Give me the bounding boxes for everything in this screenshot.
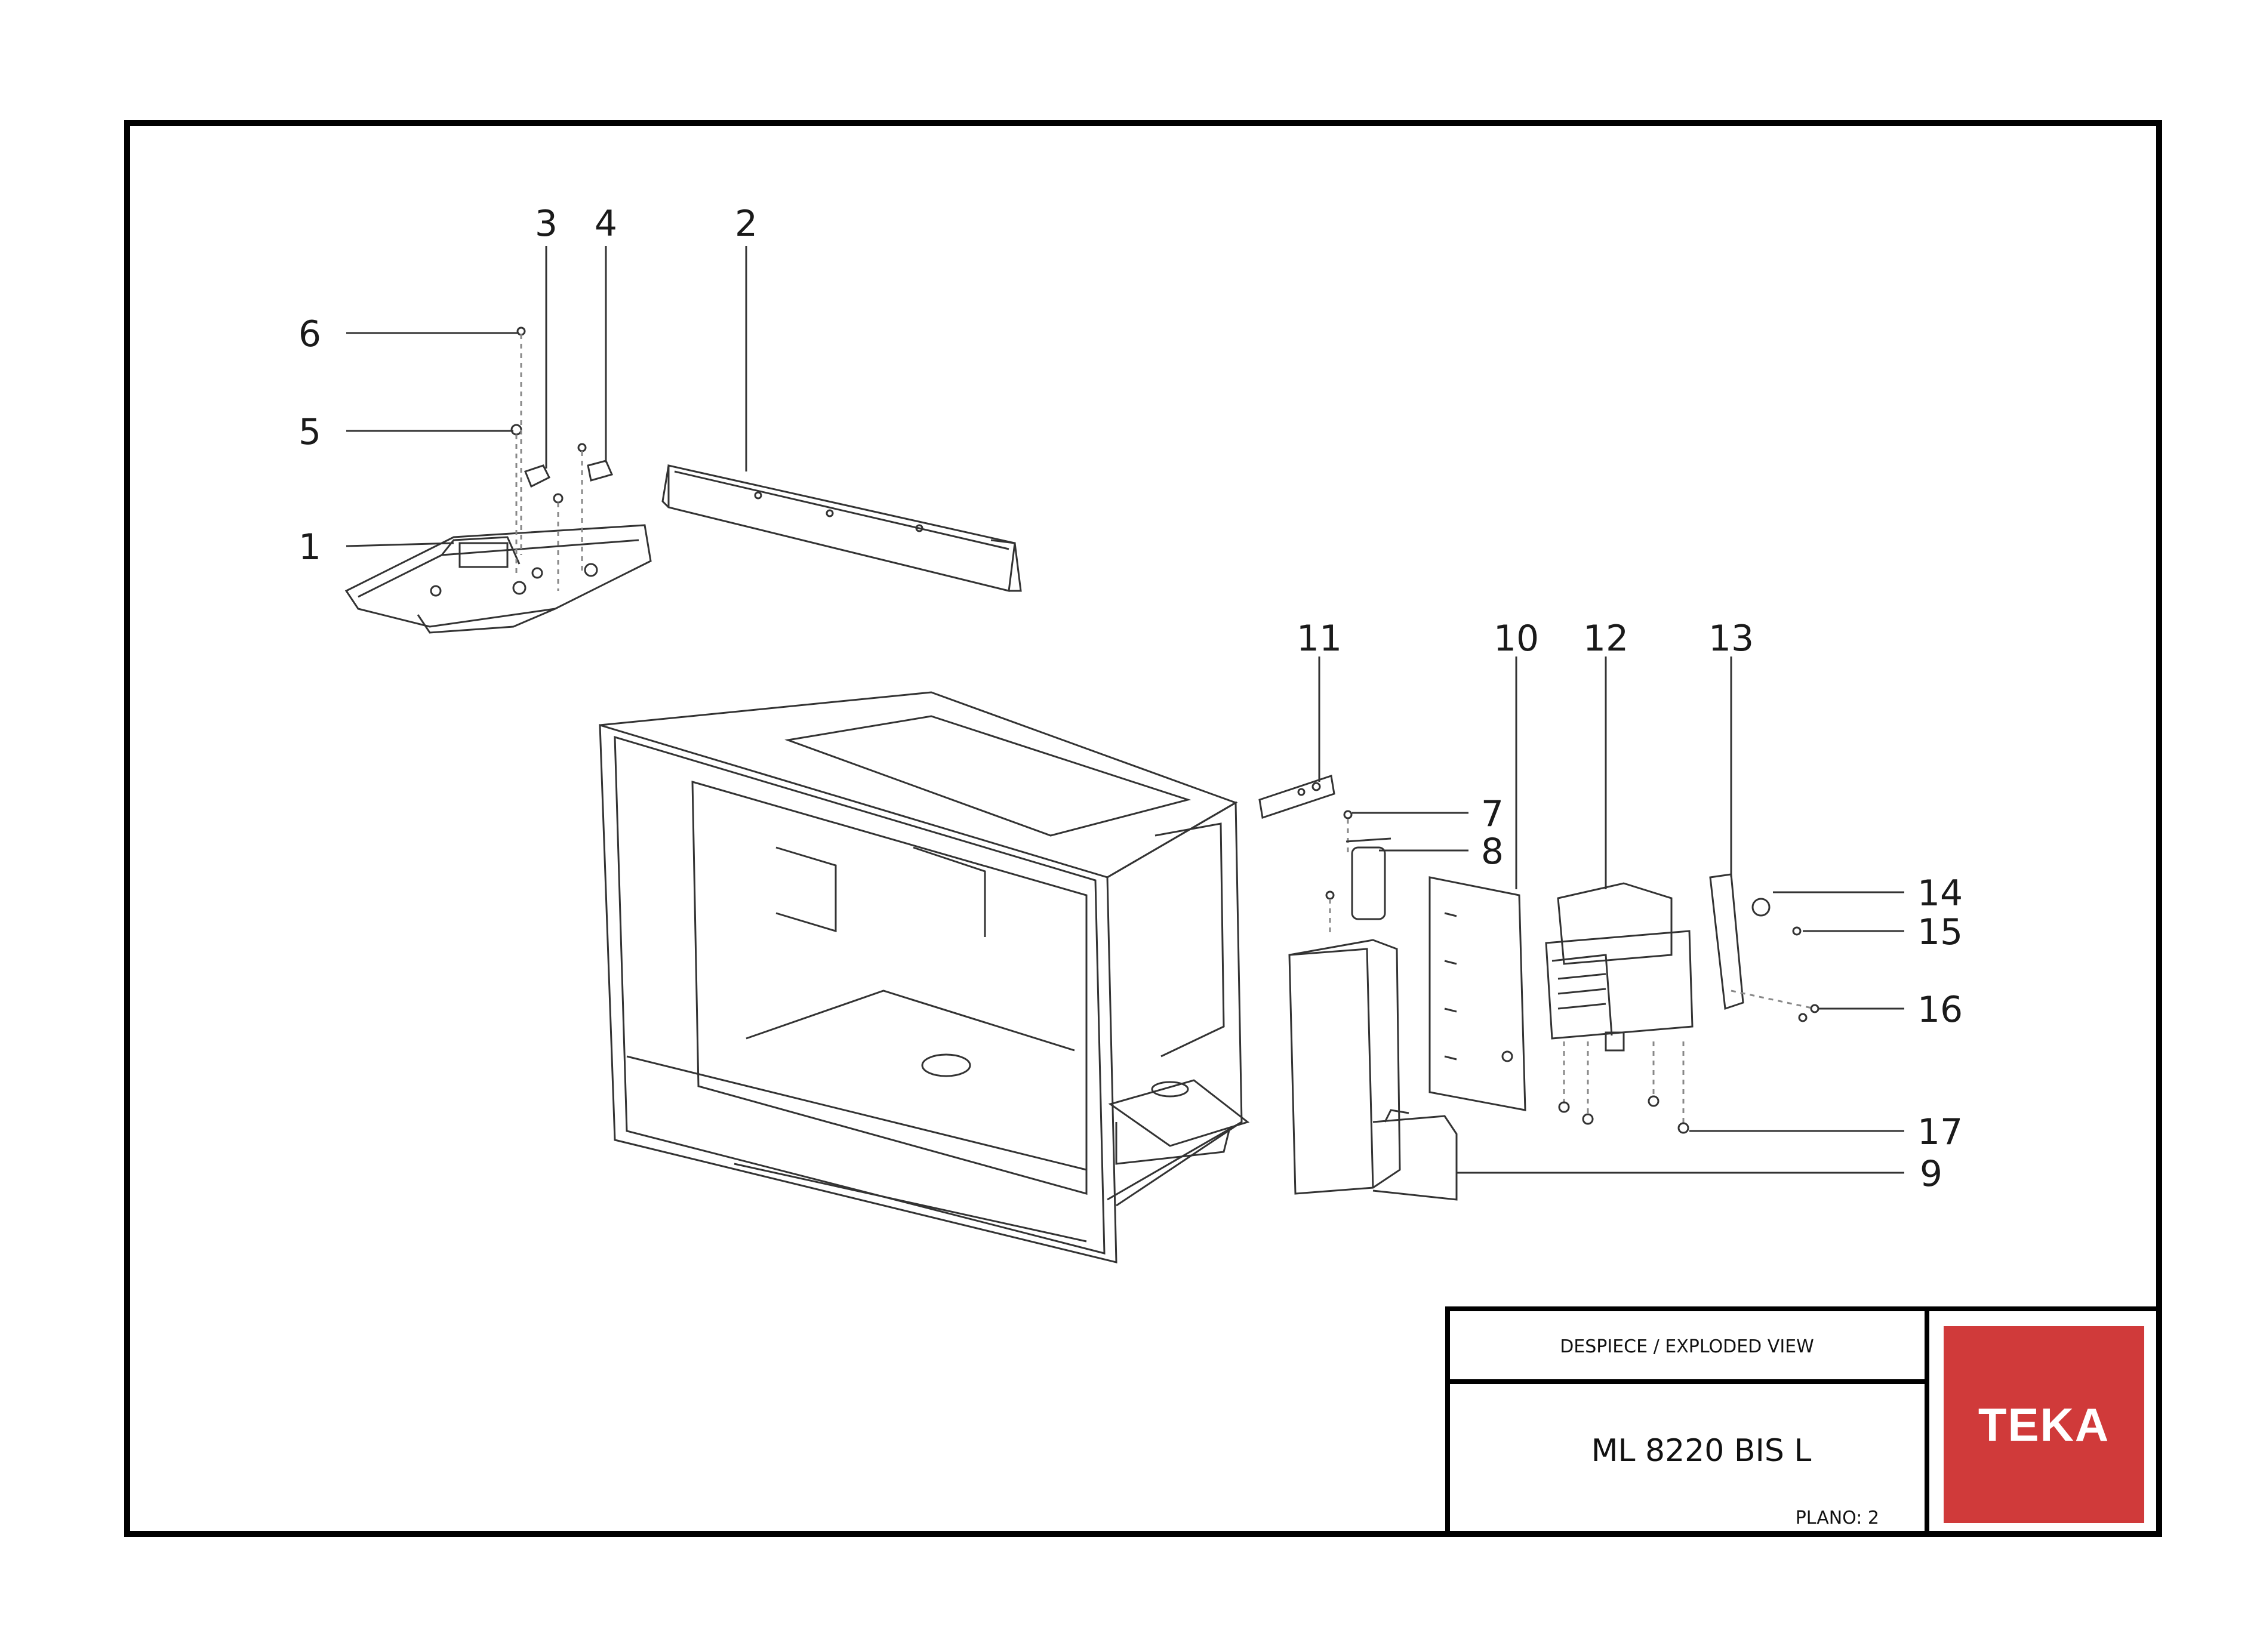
callout-3: 3 xyxy=(535,203,558,245)
callout-numbers: 1 2 3 4 5 6 7 8 9 10 11 12 13 14 15 16 1… xyxy=(298,203,1963,1195)
teka-logo xyxy=(1944,1326,2144,1523)
callout-5: 5 xyxy=(298,411,321,453)
parts-3-6-clips-screws xyxy=(510,326,614,591)
callout-16: 16 xyxy=(1917,989,1963,1031)
part-13-16-thermostat-bracket xyxy=(1709,873,1819,1022)
callout-4: 4 xyxy=(595,203,617,245)
part-9-capacitor-housing xyxy=(1288,939,1458,1201)
plan-number: PLANO: 2 xyxy=(1796,1508,1879,1528)
part-2-top-rail xyxy=(661,464,1022,592)
callout-9: 9 xyxy=(1920,1153,1942,1195)
callout-15: 15 xyxy=(1917,911,1963,953)
callout-1: 1 xyxy=(298,526,321,568)
part-7-8-fuse-holder xyxy=(1325,810,1391,937)
drawing-frame xyxy=(124,120,2162,1537)
callout-7: 7 xyxy=(1481,793,1504,835)
part-10-panel xyxy=(1428,876,1526,1111)
title-block-heading: DESPIECE / EXPLODED VIEW xyxy=(1560,1336,1814,1357)
part-11-bracket xyxy=(1258,775,1335,819)
callout-12: 12 xyxy=(1583,618,1628,659)
part-12-magnetron xyxy=(1545,882,1694,1134)
leader-lines xyxy=(346,246,1904,1174)
callout-8: 8 xyxy=(1481,831,1504,873)
callout-14: 14 xyxy=(1917,873,1963,914)
logo-text: TEKA xyxy=(1978,1398,2110,1451)
title-block: DESPIECE / EXPLODED VIEW ML 8220 BIS L P… xyxy=(1445,1306,2162,1536)
callout-2: 2 xyxy=(735,203,758,245)
callout-6: 6 xyxy=(298,313,321,355)
oven-cavity xyxy=(599,691,1250,1263)
part-1-top-bracket xyxy=(344,524,652,634)
model-name: ML 8220 BIS L xyxy=(1591,1433,1812,1469)
callout-17: 17 xyxy=(1917,1111,1963,1153)
callout-13: 13 xyxy=(1708,618,1754,659)
callout-10: 10 xyxy=(1494,618,1539,659)
callout-11: 11 xyxy=(1297,618,1342,659)
